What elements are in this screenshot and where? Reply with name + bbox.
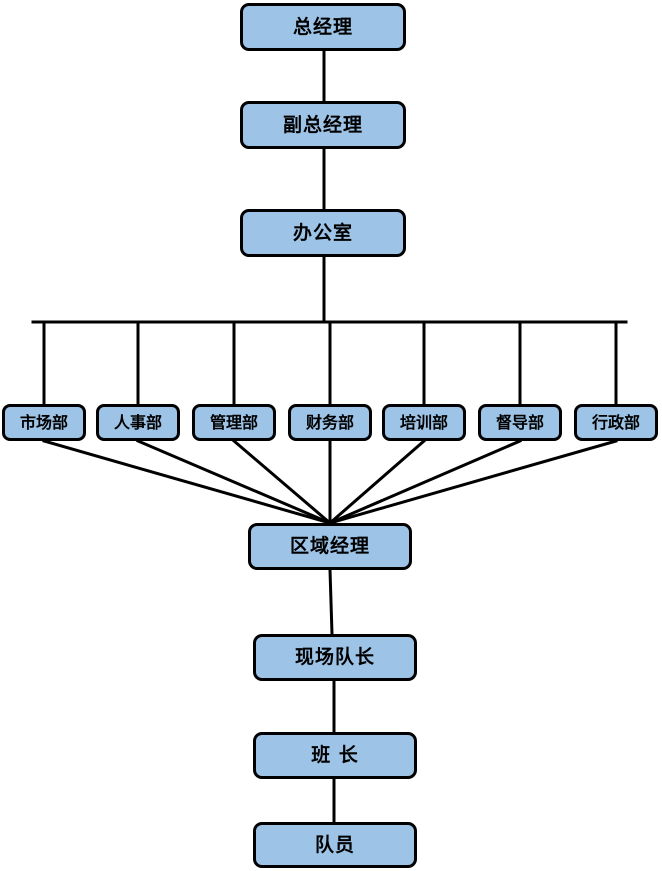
node-administration-department[interactable]: 行政部 [574, 404, 658, 441]
edge-supervision-to-regional [328, 439, 522, 525]
node-label: 管理部 [209, 412, 258, 432]
edge-management-to-regional [231, 438, 333, 526]
node-label: 督导部 [495, 412, 544, 432]
node-label: 队员 [314, 833, 355, 856]
node-hr-department[interactable]: 人事部 [96, 404, 180, 441]
node-training-department[interactable]: 培训部 [382, 404, 466, 441]
node-label: 办公室 [292, 221, 353, 244]
node-label: 行政部 [591, 412, 640, 432]
node-label: 市场部 [19, 412, 68, 432]
node-finance-department[interactable]: 财务部 [288, 404, 372, 441]
node-general-manager[interactable]: 总经理 [240, 3, 406, 51]
node-team-leader[interactable]: 班 长 [253, 732, 417, 779]
node-label: 培训部 [399, 412, 448, 432]
edge-administration-to-regional [328, 439, 618, 525]
node-office[interactable]: 办公室 [240, 209, 406, 257]
node-label: 财务部 [305, 412, 354, 432]
node-label: 班 长 [311, 744, 359, 766]
node-label: 副总经理 [282, 113, 363, 136]
edge-marketing-to-regional [42, 439, 332, 525]
node-team-member[interactable]: 队员 [253, 822, 417, 868]
node-label: 人事部 [113, 412, 162, 432]
edge-hr-to-regional [136, 439, 332, 525]
node-management-department[interactable]: 管理部 [192, 404, 276, 441]
node-regional-manager[interactable]: 区域经理 [248, 523, 412, 570]
node-label: 现场队长 [294, 646, 375, 668]
node-label: 区域经理 [289, 535, 370, 557]
node-site-captain[interactable]: 现场队长 [253, 634, 417, 681]
edge-regional-to-captain [328, 568, 334, 636]
node-supervision-department[interactable]: 督导部 [478, 404, 562, 441]
node-deputy-general-manager[interactable]: 副总经理 [240, 101, 406, 149]
node-marketing-department[interactable]: 市场部 [2, 404, 86, 441]
edge-training-to-regional [327, 438, 427, 526]
node-label: 总经理 [292, 15, 353, 38]
